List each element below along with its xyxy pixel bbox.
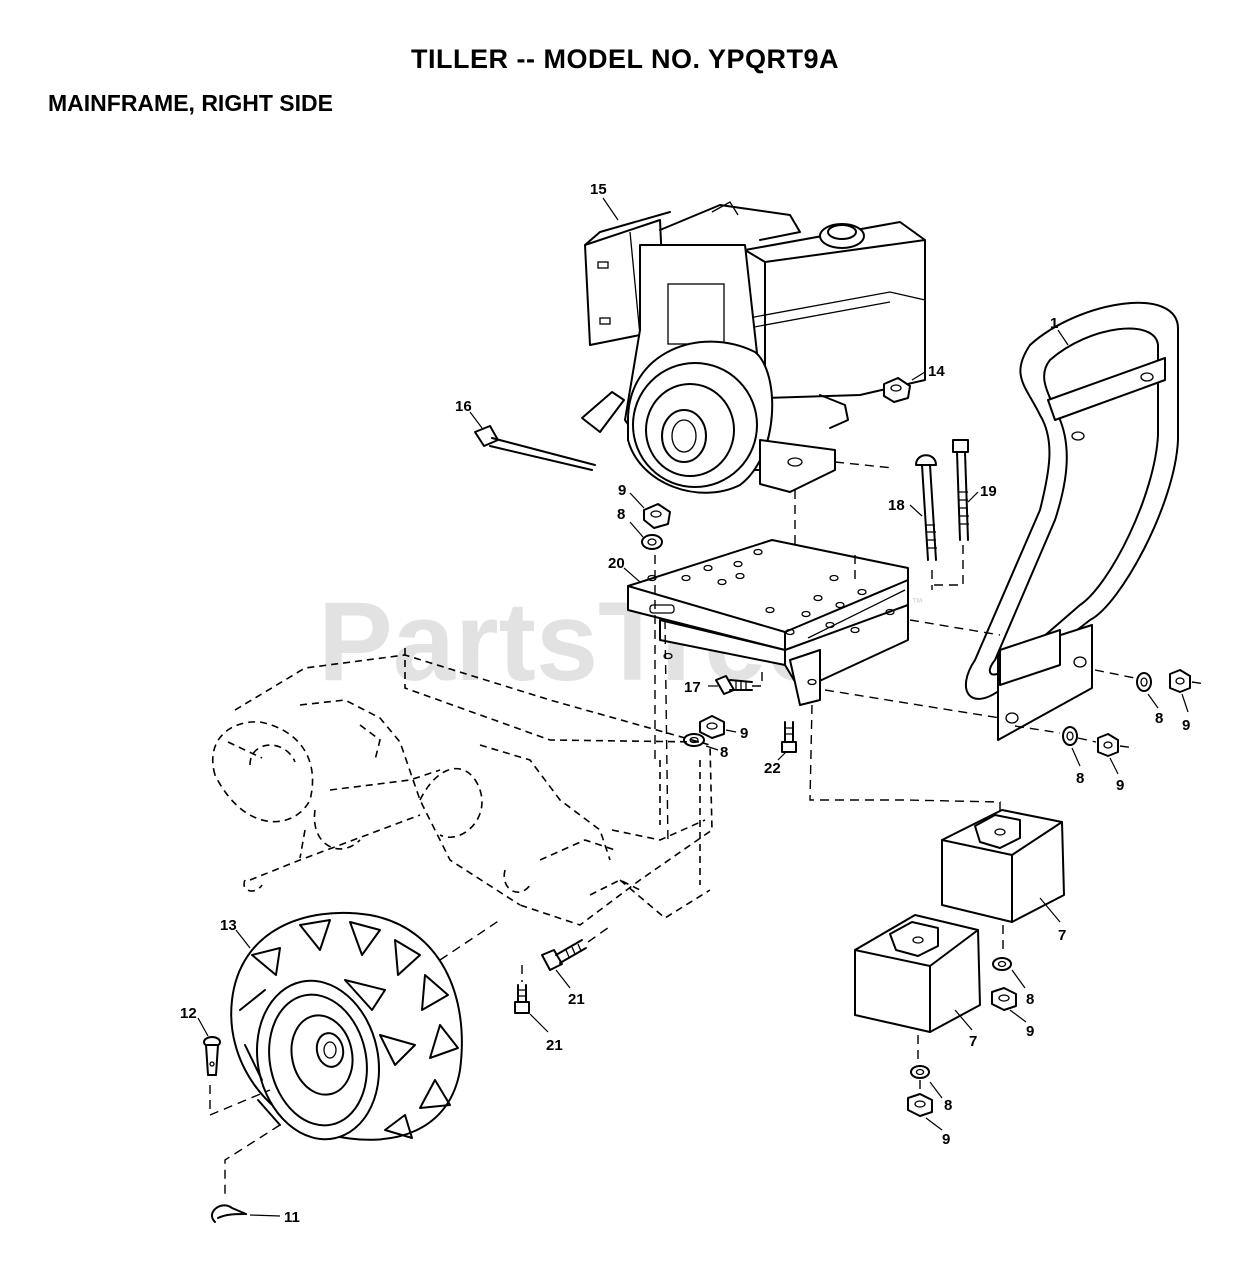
nut-part: [699, 715, 725, 739]
leader-9b: [725, 729, 737, 733]
callout-15: 15: [590, 181, 607, 198]
watermark-trademark: ™: [912, 597, 923, 609]
washer-part: [992, 957, 1012, 971]
engine-part: [581, 201, 926, 494]
tiller-frame-phantom: [212, 648, 713, 926]
callout-18: 18: [888, 497, 905, 514]
leader-8b: [705, 745, 719, 751]
washer-part: [910, 1065, 930, 1079]
nut-part: [643, 503, 671, 529]
washer-part: [1062, 726, 1078, 746]
leader-8d: [1071, 747, 1081, 767]
callout-8f: 8: [944, 1097, 952, 1114]
hex-bolt-part: [952, 439, 969, 541]
callout-9c: 9: [1182, 717, 1190, 734]
hairpin-clip-part: [211, 1204, 247, 1223]
cable-tie-part: [474, 425, 596, 471]
bolt-part: [541, 939, 587, 971]
callout-21a: 21: [568, 991, 585, 1008]
callout-9e: 9: [1026, 1023, 1034, 1040]
leader-1: [1057, 329, 1069, 346]
callout-8a: 8: [617, 506, 625, 523]
leader-7b: [954, 1009, 973, 1031]
leader-8f: [929, 1081, 943, 1099]
leader-7a: [1039, 897, 1061, 923]
callout-8b: 8: [720, 744, 728, 761]
nut-part: [1097, 733, 1119, 757]
engine-plate-part: [627, 539, 909, 706]
callout-8d: 8: [1076, 770, 1084, 787]
bolt-part: [514, 984, 530, 1014]
washer-part: [641, 534, 663, 550]
leader-19: [967, 491, 979, 503]
callout-9f: 9: [942, 1131, 950, 1148]
leader-22: [777, 751, 787, 761]
bolt-part: [715, 675, 753, 695]
leader-20: [623, 567, 641, 583]
leader-9d: [1109, 757, 1119, 775]
leader-8e: [1011, 969, 1026, 989]
callout-21b: 21: [546, 1037, 563, 1054]
callout-22: 22: [764, 760, 781, 777]
callout-7b: 7: [969, 1033, 977, 1050]
nut-part: [883, 377, 911, 403]
leader-8a: [629, 521, 644, 538]
nut-part: [991, 987, 1017, 1011]
callout-13: 13: [220, 917, 237, 934]
callout-9b: 9: [740, 725, 748, 742]
wheel-weight-part: [854, 914, 981, 1033]
leader-21b: [529, 1013, 549, 1033]
callout-11: 11: [284, 1209, 300, 1226]
callout-9d: 9: [1116, 777, 1124, 794]
wheel-weight-part: [941, 809, 1065, 923]
leader-9f: [925, 1117, 943, 1131]
wheel-tire-part: [230, 911, 463, 1141]
leader-9a: [629, 492, 645, 509]
page-title: TILLER -- MODEL NO. YPQRT9A: [410, 44, 840, 74]
carriage-bolt-part: [915, 454, 937, 561]
leader-9c: [1181, 693, 1189, 713]
clevis-pin-part: [203, 1036, 221, 1076]
leader-21a: [555, 969, 571, 989]
callout-8c: 8: [1155, 710, 1163, 727]
callout-14: 14: [928, 363, 945, 380]
nut-part: [1169, 669, 1191, 693]
leader-8c: [1147, 693, 1159, 709]
nut-part: [907, 1093, 933, 1117]
callout-7a: 7: [1058, 927, 1066, 944]
callout-1: 1: [1050, 315, 1058, 332]
callout-12: 12: [180, 1005, 197, 1022]
bumper-bar-part: [964, 301, 1180, 741]
leader-15: [602, 197, 619, 221]
callout-19: 19: [980, 483, 997, 500]
leader-16: [469, 411, 483, 429]
callout-9a: 9: [618, 482, 626, 499]
callout-8e: 8: [1026, 991, 1034, 1008]
leader-14: [911, 371, 926, 381]
washer-part: [1136, 672, 1152, 692]
leader-11: [249, 1214, 281, 1217]
leader-9e: [1009, 1009, 1027, 1023]
callout-16: 16: [455, 398, 472, 415]
callout-20: 20: [608, 555, 625, 572]
page-subtitle: MAINFRAME, RIGHT SIDE: [48, 90, 333, 116]
leader-13: [235, 929, 251, 949]
callout-17: 17: [684, 679, 701, 696]
bolt-part: [781, 721, 797, 753]
leader-18: [909, 504, 923, 517]
leader-12: [197, 1017, 209, 1037]
